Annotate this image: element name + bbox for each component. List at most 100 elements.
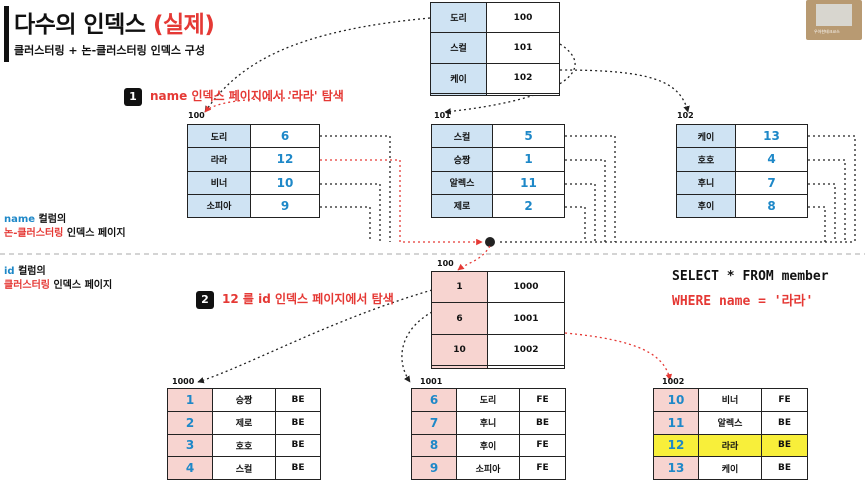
id-pointer: 13: [735, 123, 808, 149]
lala-pointer-line: [320, 159, 483, 246]
row-team: BE: [275, 388, 321, 412]
root-key: 스컬: [430, 32, 487, 64]
name-key: 호호: [676, 147, 736, 172]
row-id: 3: [167, 433, 213, 458]
row-team: BE: [519, 410, 566, 435]
caption-name-suffix: 컬럼의: [35, 214, 67, 225]
sql-line-1: SELECT * FROM member: [672, 269, 829, 284]
id-pointer: 12: [250, 147, 320, 172]
id-pointer: 9: [250, 193, 320, 219]
webcam-screen: [816, 4, 852, 26]
id-pointer: 1: [492, 147, 565, 172]
root-page-ref: 100: [486, 1, 560, 34]
id-pointer: 11: [492, 170, 565, 195]
root-page-ref: [486, 92, 560, 97]
id-pointer: 8: [735, 193, 808, 219]
page-number-label: 1002: [662, 377, 685, 386]
row-name: 알렉스: [698, 410, 762, 435]
webcam-caption: 우아한테크코스: [814, 29, 840, 34]
caption-nonclustered: 논-클러스터링: [4, 228, 64, 239]
caption-id-column: id: [4, 266, 15, 277]
root-key: 도리: [430, 1, 487, 34]
step-2-badge: 2: [196, 291, 214, 309]
root-key: 케이: [430, 62, 487, 94]
step1-arrow: [204, 97, 301, 113]
row-name: 승짱: [212, 388, 276, 412]
row-id: 7: [411, 410, 457, 435]
id-pointer: 2: [492, 193, 565, 219]
id-pointer: 10: [250, 170, 320, 195]
link-root-to-page-100: [204, 17, 431, 113]
sql-where-keyword: WHERE: [672, 294, 712, 309]
step-1-badge: 1: [124, 88, 142, 106]
row-id: 1: [167, 388, 213, 412]
name-key: 도리: [187, 123, 251, 149]
title-paren: (실제): [152, 12, 215, 38]
caption-name-column: name: [4, 214, 36, 225]
id-index-caption: id 컬럼의 클러스터링 인덱스 페이지: [4, 265, 112, 293]
id-pointer: 5: [492, 123, 565, 149]
root-id-key: [431, 365, 488, 369]
name-key: 케이: [676, 123, 736, 149]
row-name: 호호: [212, 433, 276, 458]
name-key: 후니: [676, 170, 736, 195]
page-number-label: 100: [437, 259, 454, 268]
caption-index-page: 인덱스 페이지: [50, 280, 113, 291]
row-name: 소피아: [456, 456, 520, 480]
link-idroot-to-page-1000: [197, 289, 433, 384]
caption-clustered: 클러스터링: [4, 280, 50, 291]
step2-link: [457, 245, 491, 271]
row-id: 9: [411, 456, 457, 480]
root-id-key: 6: [431, 302, 488, 335]
root-id-key: 1: [431, 270, 488, 304]
row-team: BE: [761, 433, 808, 458]
table-row: [431, 365, 565, 369]
row-team: BE: [761, 456, 808, 480]
link-idroot-to-page-1002: [564, 332, 673, 381]
row-id: 11: [653, 410, 699, 435]
root-page-ref: 101: [486, 32, 560, 64]
caption-index-page: 인덱스 페이지: [63, 228, 126, 239]
name-key: 제로: [431, 193, 493, 219]
page-number-label: 102: [677, 111, 694, 120]
row-team: BE: [275, 433, 321, 458]
caption-id-suffix: 컬럼의: [14, 266, 46, 277]
page-subtitle: 클러스터링 + 논-클러스터링 인덱스 구성: [14, 44, 206, 57]
row-name: 도리: [456, 388, 520, 412]
title-main: 다수의 인덱스: [14, 12, 146, 38]
page-number-label: 100: [188, 111, 205, 120]
row-id: 8: [411, 433, 457, 458]
row-id: 4: [167, 456, 213, 480]
root-id-key: 10: [431, 333, 488, 367]
link-root-to-page-101: [444, 43, 576, 115]
name-index-caption: name 컬럼의 논-클러스터링 인덱스 페이지: [4, 213, 126, 241]
row-name: 비너: [698, 388, 762, 412]
page-number-label: 1001: [420, 377, 443, 386]
title-accent-bar: [4, 6, 9, 62]
bus-junction: [485, 237, 495, 247]
